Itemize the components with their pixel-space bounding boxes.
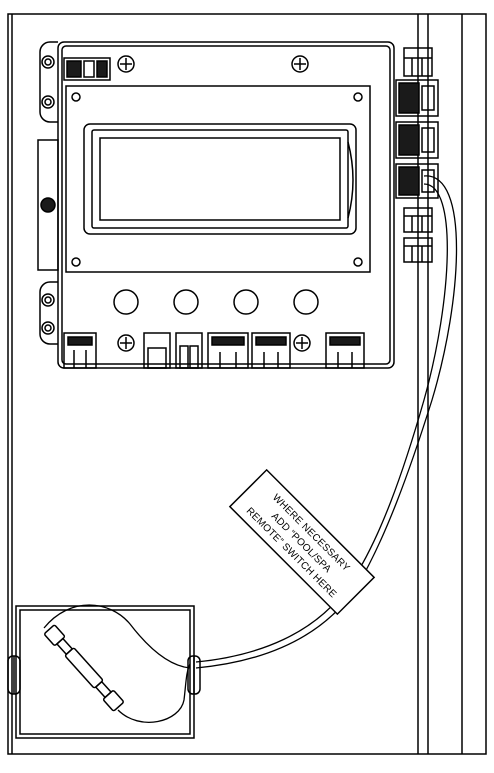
button-1: [113, 289, 139, 315]
terminal-connector: [251, 332, 291, 369]
side-connector: [403, 207, 433, 233]
side-connector: [403, 237, 433, 263]
grommet-left: [7, 655, 21, 695]
side-connector: [403, 47, 433, 77]
screw-icon: [117, 334, 135, 352]
button-2: [173, 289, 199, 315]
callout-label: WHERE NECESSARY ADD “POOL/SPA REMOTE” SW…: [228, 468, 376, 616]
dip-switch: [63, 57, 111, 81]
grommet-right: [187, 655, 201, 695]
side-connector: [395, 121, 439, 159]
right-connectors: [395, 47, 439, 263]
control-board: [57, 41, 395, 369]
remote-switch-box: [7, 604, 201, 739]
bottom-connectors: [63, 332, 365, 369]
terminal-connector: [143, 332, 171, 369]
terminal-connector: [63, 332, 97, 369]
lcd-display: [65, 85, 371, 273]
screw-icon: [291, 55, 309, 73]
screw-icon: [117, 55, 135, 73]
button-4: [293, 289, 319, 315]
terminal-connector: [325, 332, 365, 369]
button-3: [233, 289, 259, 315]
side-connector: [395, 79, 439, 117]
screw-icon: [293, 334, 311, 352]
inline-fuse: [44, 624, 124, 712]
terminal-connector: [207, 332, 249, 369]
terminal-connector: [175, 332, 203, 369]
mounting-bracket: [37, 41, 59, 345]
remote-connector: [395, 163, 439, 199]
internal-wire: [43, 604, 191, 723]
remote-wire: [195, 175, 458, 669]
